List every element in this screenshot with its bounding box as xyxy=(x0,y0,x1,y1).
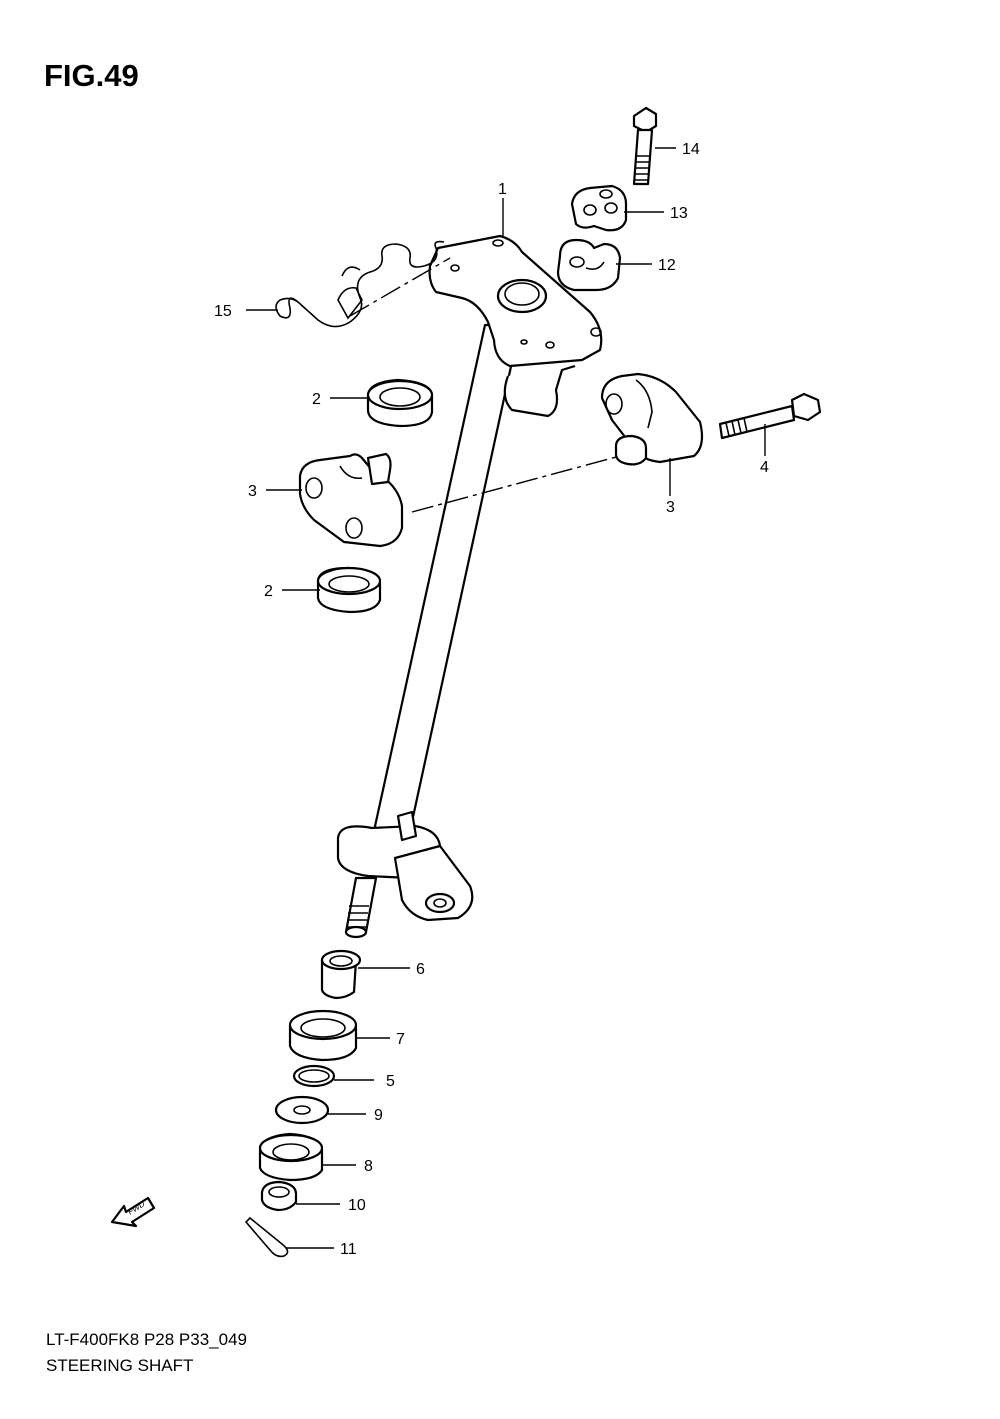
part-6-bushing xyxy=(320,949,362,1000)
callout-15: 15 xyxy=(214,303,232,320)
callout-14: 14 xyxy=(682,141,700,158)
part-4-bolt xyxy=(718,392,822,440)
callout-numbers: 1 2 2 3 3 4 5 6 7 8 9 10 11 12 13 14 15 xyxy=(214,141,769,1258)
fwd-arrow-icon: FWD xyxy=(110,1196,156,1228)
callout-9: 9 xyxy=(374,1107,383,1124)
callout-10: 10 xyxy=(348,1197,366,1214)
part-2-bushing-lower xyxy=(316,566,382,614)
part-11-cotter-pin xyxy=(244,1216,289,1258)
part-7-seal xyxy=(288,1009,358,1062)
steering-shaft xyxy=(336,323,522,939)
figure-title: FIG.49 xyxy=(44,58,139,93)
leader-lines xyxy=(246,147,766,1249)
model-code: LT-F400FK8 P28 P33_049 xyxy=(46,1330,247,1349)
callout-13: 13 xyxy=(670,205,688,222)
part-2-bushing-upper xyxy=(366,378,434,428)
part-13-upper-clamp xyxy=(570,184,628,232)
callout-3-left: 3 xyxy=(248,483,257,500)
part-10-nut xyxy=(260,1180,298,1212)
callout-11: 11 xyxy=(340,1241,357,1258)
part-8-bearing xyxy=(258,1132,324,1182)
part-15-spring-clip xyxy=(275,240,445,328)
callout-12: 12 xyxy=(658,257,676,274)
callout-2-upper: 2 xyxy=(312,391,321,408)
part-3-holder-right xyxy=(600,372,704,466)
callout-7: 7 xyxy=(396,1031,405,1048)
part-3-holder-left xyxy=(298,452,404,548)
callout-4: 4 xyxy=(760,459,769,476)
section-name: STEERING SHAFT xyxy=(46,1356,194,1375)
part-9-washer xyxy=(274,1095,330,1125)
part-14-bolt xyxy=(632,106,658,186)
callout-8: 8 xyxy=(364,1158,373,1175)
callout-6: 6 xyxy=(416,961,425,978)
part-1-upper-plate xyxy=(428,234,603,418)
callout-3-right: 3 xyxy=(666,499,675,516)
part-5-o-ring xyxy=(292,1064,336,1088)
callout-1: 1 xyxy=(498,181,507,198)
callout-5: 5 xyxy=(386,1073,395,1090)
part-12-lower-clamp xyxy=(556,238,622,292)
callout-2-lower: 2 xyxy=(264,583,273,600)
